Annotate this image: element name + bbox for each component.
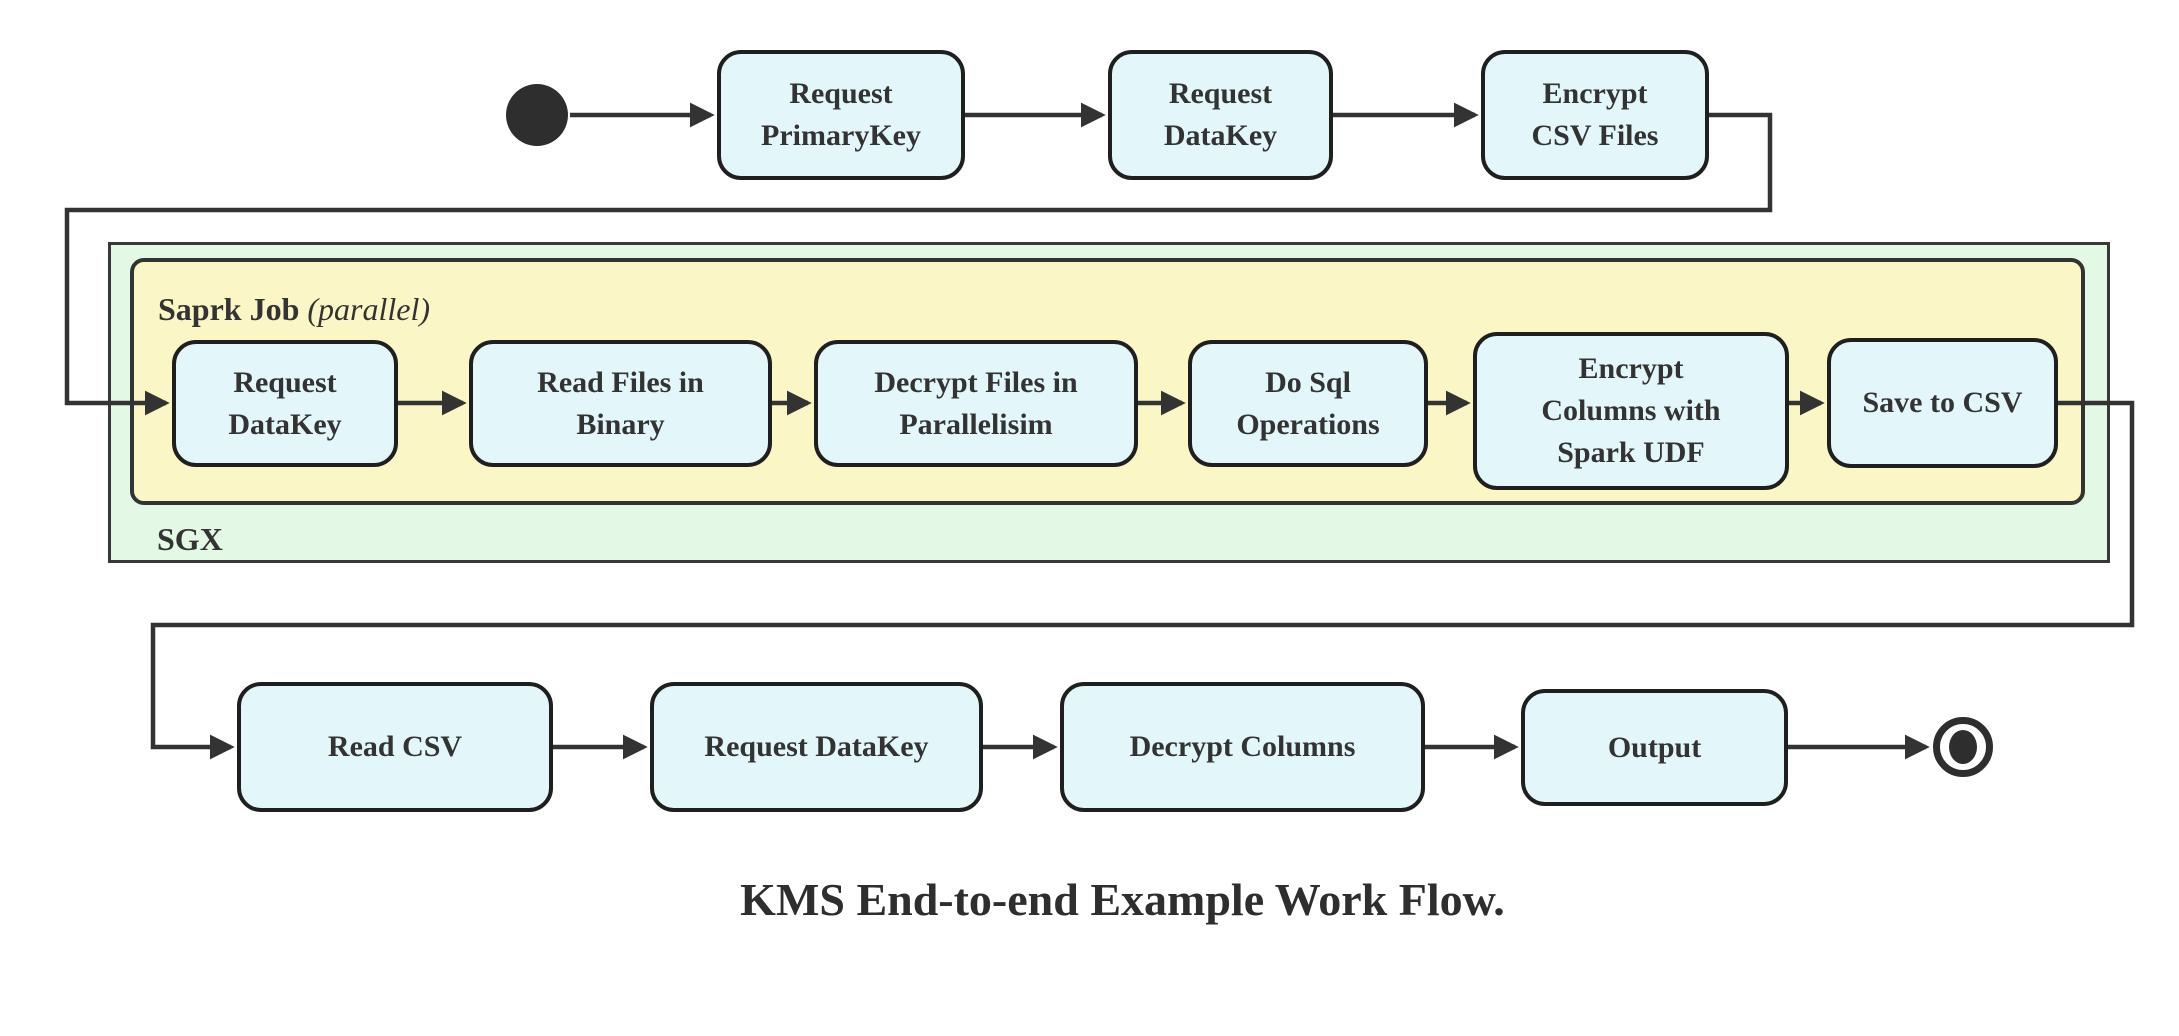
node-read-csv: Read CSV: [237, 682, 553, 812]
node-request-primarykey: Request PrimaryKey: [717, 50, 965, 180]
node-do-sql-operations: Do Sql Operations: [1188, 340, 1428, 467]
end-node: [1933, 717, 1993, 777]
spark-job-title: Saprk Job: [158, 291, 300, 327]
node-decrypt-files-in-parallelisim: Decrypt Files in Parallelisim: [814, 340, 1138, 467]
spark-job-label: Saprk Job (parallel): [158, 291, 431, 327]
start-node: [506, 84, 568, 146]
sgx-label: SGX: [157, 521, 223, 557]
node-decrypt-columns: Decrypt Columns: [1060, 682, 1425, 812]
diagram-caption: KMS End-to-end Example Work Flow.: [740, 874, 1505, 925]
spark-job-annotation: (parallel): [307, 291, 431, 327]
node-request-datakey-spark: Request DataKey: [172, 340, 398, 467]
node-encrypt-csv-files: Encrypt CSV Files: [1481, 50, 1709, 180]
node-output: Output: [1521, 689, 1788, 806]
node-read-files-in-binary: Read Files in Binary: [469, 340, 772, 467]
node-save-to-csv: Save to CSV: [1827, 338, 2058, 468]
node-request-datakey-top: Request DataKey: [1108, 50, 1333, 180]
node-encrypt-columns-with-spark-udf: Encrypt Columns with Spark UDF: [1473, 332, 1789, 490]
node-request-datakey-bottom: Request DataKey: [650, 682, 983, 812]
